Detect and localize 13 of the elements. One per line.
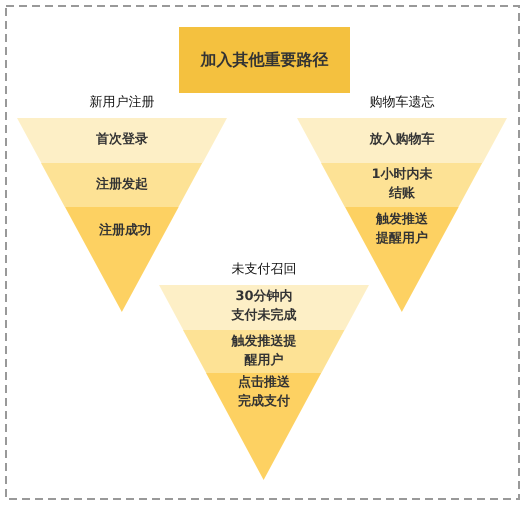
- funnel-band: 放入购物车: [297, 118, 507, 163]
- funnel-band: 注册成功: [65, 207, 179, 312]
- funnel-band: 点击推送完成支付: [206, 373, 322, 480]
- funnel-band: 首次登录: [17, 118, 227, 163]
- title-box: 加入其他重要路径: [179, 27, 350, 93]
- funnel-heading: 新用户注册: [90, 95, 154, 110]
- funnel-band: 触发推送提醒用户: [183, 330, 345, 373]
- funnel-heading: 未支付召回: [232, 262, 296, 277]
- funnel-band: 1小时内未结账: [321, 163, 483, 207]
- funnel-band: 30分钟内支付未完成: [159, 285, 369, 330]
- funnel-band: 注册发起: [41, 163, 203, 207]
- funnel-band: 触发推送提醒用户: [345, 207, 459, 312]
- funnel-heading: 购物车遗忘: [370, 95, 434, 110]
